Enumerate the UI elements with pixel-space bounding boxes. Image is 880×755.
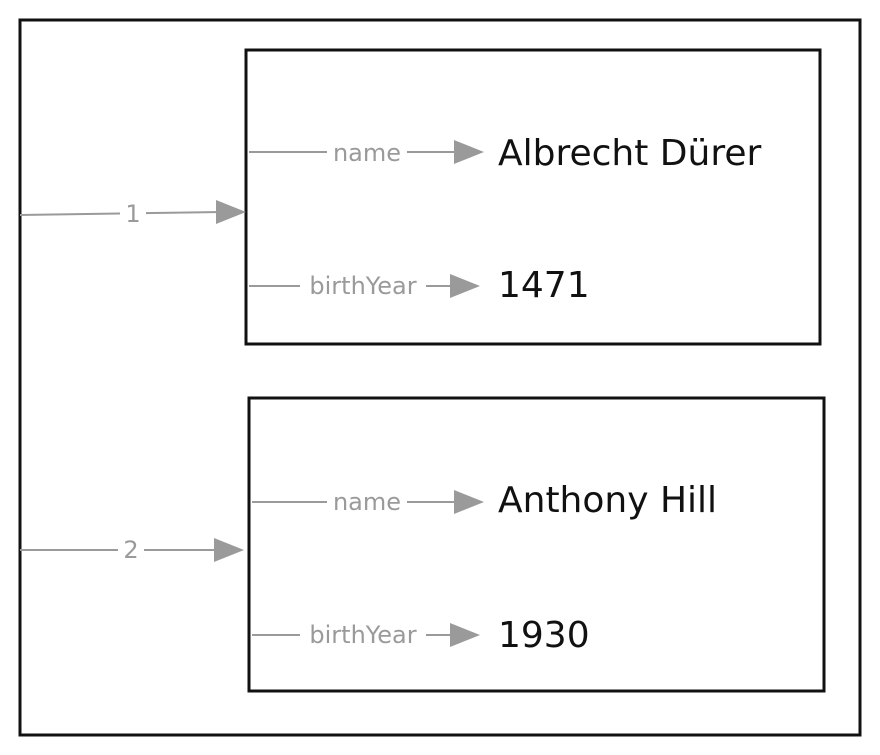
- field-key-birthyear-1: birthYear: [309, 272, 416, 300]
- record-2: 2 name Anthony Hill birthYear 1930: [20, 396, 826, 693]
- field-key-birthyear-2: birthYear: [309, 621, 416, 649]
- arrow-head-icon: [216, 200, 246, 224]
- field-key-name-2: name: [333, 488, 401, 516]
- index-label-2: 2: [123, 536, 138, 564]
- index-label-1: 1: [125, 200, 140, 228]
- field-value-birthyear-1: 1471: [498, 265, 590, 306]
- field-key-name-1: name: [333, 139, 401, 167]
- record-1: 1 name Albrecht Dürer birthYear 1471: [19, 48, 822, 346]
- arrow-head-icon: [214, 538, 244, 562]
- arrow-head-icon: [450, 274, 480, 298]
- arrow-head-icon: [454, 490, 484, 514]
- index-edge-2: 2: [20, 535, 244, 565]
- arrow-head-icon: [454, 140, 484, 164]
- index-edge-1: 1: [19, 200, 246, 230]
- field-edge-name-1: name: [249, 138, 484, 168]
- field-value-birthyear-2: 1930: [498, 615, 590, 656]
- arrow-head-icon: [450, 623, 480, 647]
- field-value-name-1: Albrecht Dürer: [498, 133, 762, 174]
- field-edge-name-2: name: [252, 488, 484, 518]
- field-edge-birthyear-1: birthYear: [249, 272, 480, 302]
- field-value-name-2: Anthony Hill: [498, 480, 717, 521]
- field-edge-birthyear-2: birthYear: [252, 621, 480, 651]
